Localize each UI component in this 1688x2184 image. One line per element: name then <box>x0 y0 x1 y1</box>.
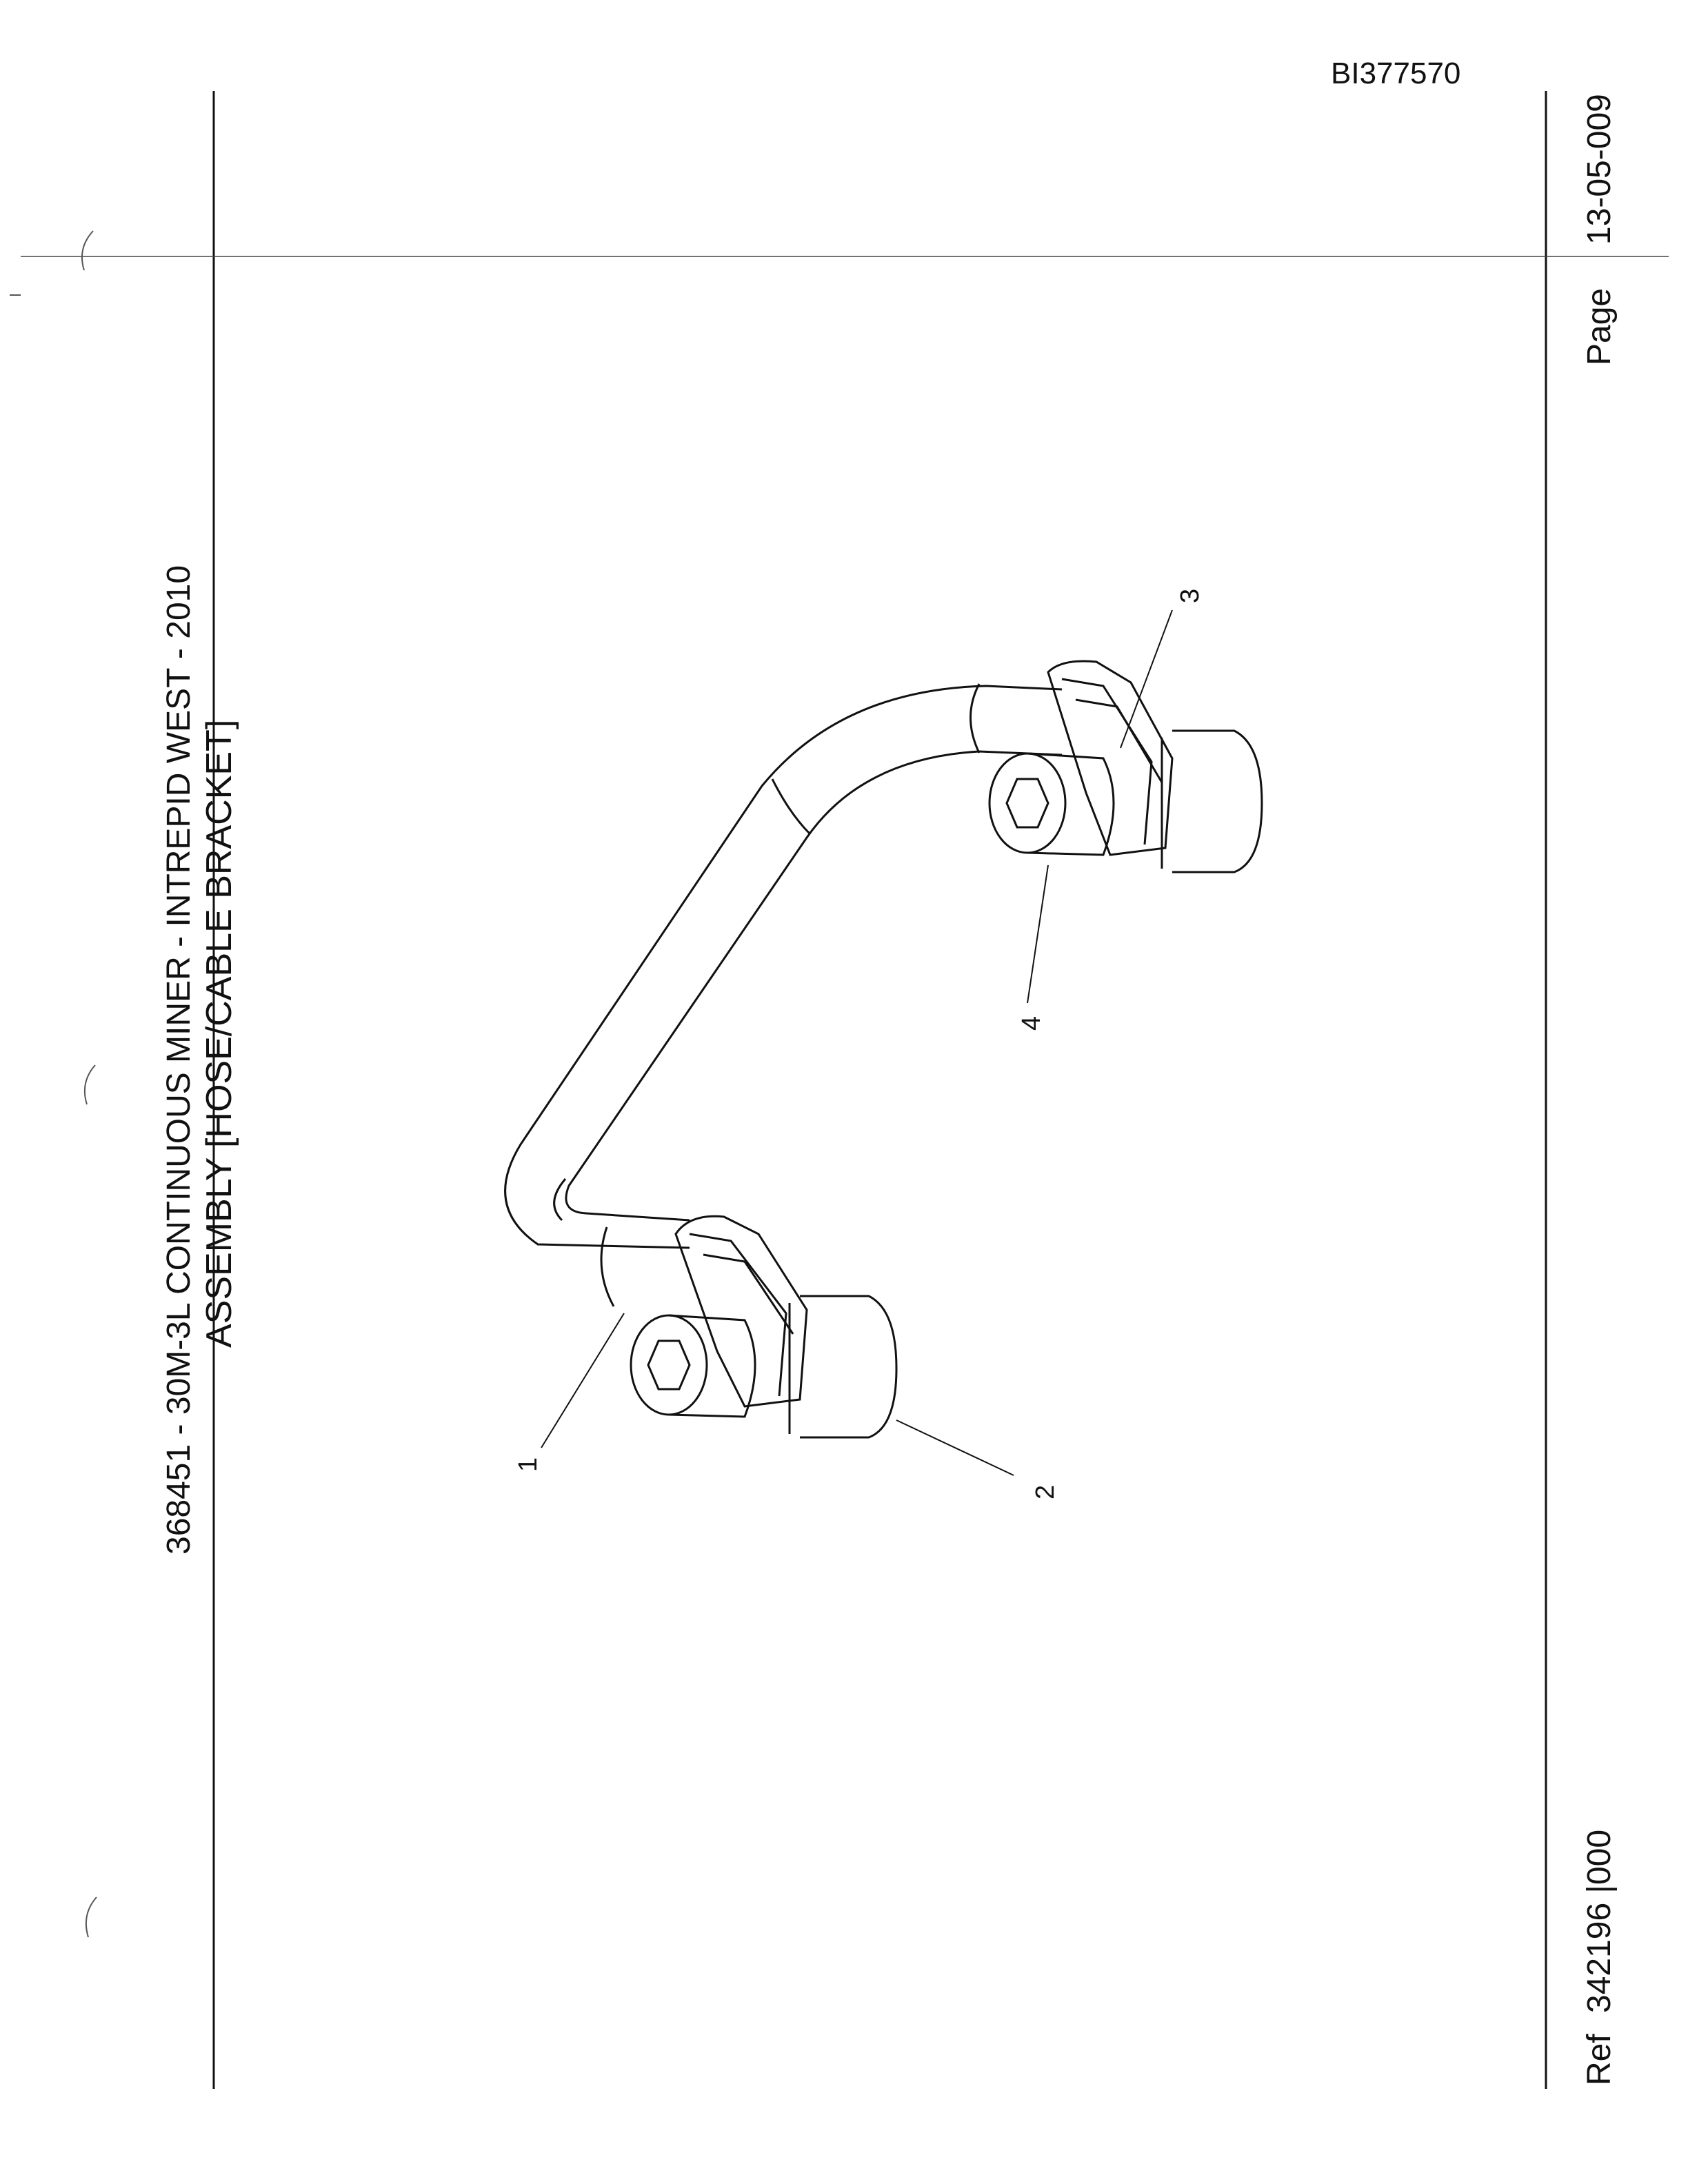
bar-tube <box>504 683 1063 1307</box>
socket-head-screw-right <box>988 752 1115 856</box>
assembly-subtitle: ASSEMBLY [HOSE/CABLE BRACKET] <box>199 719 239 1348</box>
socket-head-screw-left <box>630 1314 756 1418</box>
callout-3: 3 <box>1176 588 1205 603</box>
binder-mark-middle <box>84 1064 96 1105</box>
ref-label: Ref <box>1581 2034 1618 2085</box>
binder-mark-bottom <box>85 1897 97 1938</box>
page-number: 13-05-009 <box>1581 94 1618 245</box>
leader-line-4 <box>1027 865 1049 1004</box>
bushing-right <box>1160 729 1263 873</box>
ref-number: 342196 |000 <box>1581 1829 1618 2013</box>
callout-1: 1 <box>514 1457 543 1472</box>
page-label: Page <box>1581 287 1618 365</box>
binder-mark-top <box>81 230 94 271</box>
callout-2: 2 <box>1031 1484 1060 1499</box>
bushing-left <box>788 1295 898 1439</box>
leader-line-3 <box>1120 609 1173 749</box>
callout-4: 4 <box>1017 1015 1046 1031</box>
bracket-plate-right <box>1047 660 1174 856</box>
leader-line-1 <box>541 1313 625 1448</box>
bracket-plate-left <box>674 1215 808 1408</box>
document-id: BI377570 <box>1331 57 1461 90</box>
leader-line-2 <box>896 1419 1014 1476</box>
assembly-title: 368451 - 30M-3L CONTINUOUS MINER - INTRE… <box>161 565 197 1555</box>
